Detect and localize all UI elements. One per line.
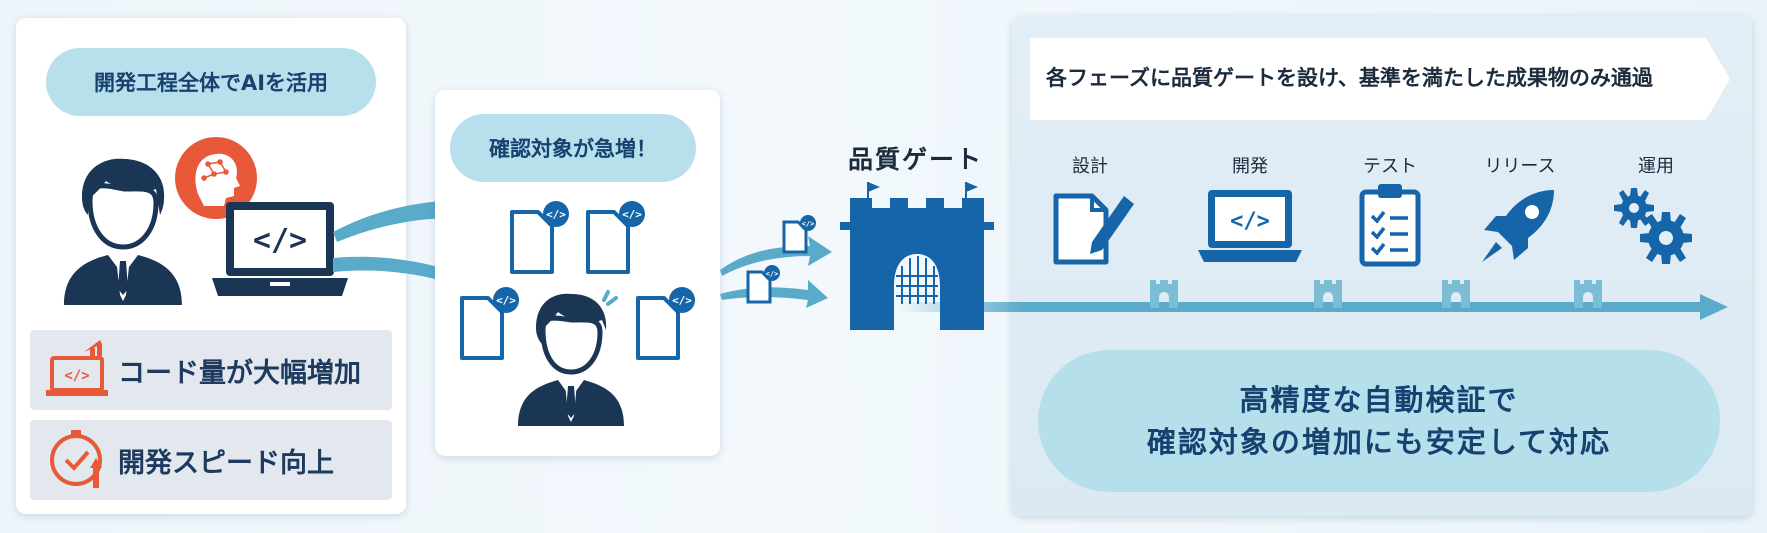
gears-icon [1614, 188, 1692, 264]
svg-text:</>: </> [496, 294, 516, 307]
small-gate-icon [1574, 280, 1602, 308]
code-file-icon: </> [636, 287, 695, 360]
svg-text:</>: </> [802, 220, 815, 228]
castle-gate-icon [840, 182, 994, 330]
banner-text: 各フェーズに品質ゲートを設け、基準を満たした成果物のみ通過 [1046, 66, 1653, 90]
ai-brain-head-icon [175, 137, 257, 219]
increase-pill: 確認対象が急増！ [450, 114, 696, 182]
stopwatch-speed-icon [50, 430, 102, 488]
result-line-2: 確認対象の増加にも安定して対応 [1146, 425, 1612, 459]
code-file-icon: </> [586, 201, 645, 274]
code-volume-label: コード量が大幅増加 [118, 357, 361, 389]
rocket-icon [1482, 190, 1554, 262]
flow-arrows-to-gate [720, 236, 832, 308]
phase-label-design: 設計 [1072, 156, 1108, 177]
phase-label-ops: 運用 [1638, 156, 1674, 177]
code-file-icon: </> [746, 265, 780, 304]
small-gate-icon [1150, 280, 1178, 308]
svg-text:</>: </> [1230, 209, 1270, 234]
code-volume-item: </> コード量が大幅増加 [30, 330, 392, 410]
phase-label-dev: 開発 [1232, 156, 1268, 177]
svg-text:</>: </> [766, 270, 779, 278]
laptop-code-icon: </> [212, 202, 348, 296]
code-file-icon: </> [460, 287, 519, 360]
svg-text:</>: </> [546, 208, 566, 221]
ai-usage-pill: 開発工程全体でAIを活用 [46, 48, 376, 116]
result-line-1: 高精度な自動検証で [1239, 383, 1519, 417]
svg-text:</>: </> [672, 294, 692, 307]
dev-speed-item: 開発スピード向上 [30, 420, 392, 500]
result-pill: 高精度な自動検証で 確認対象の増加にも安定して対応 [1038, 350, 1720, 492]
svg-text:</>: </> [64, 368, 89, 384]
small-gate-icon [1314, 280, 1342, 308]
code-file-icon: </> [510, 201, 569, 274]
document-pen-icon [1053, 193, 1134, 265]
code-file-icon: </> [782, 215, 816, 254]
flow-arrows-left [333, 186, 485, 294]
gate-title: 品質ゲート [848, 145, 984, 174]
checklist-clipboard-icon [1359, 184, 1421, 267]
laptop-code-chart-icon: </> [46, 340, 108, 396]
dev-speed-label: 開発スピード向上 [118, 447, 334, 479]
developer-icon [64, 158, 182, 305]
phase-label-test: テスト [1363, 156, 1417, 177]
laptop-code-icon: </> [1198, 190, 1302, 262]
small-gate-icon [1442, 280, 1470, 308]
banner-shape [1030, 38, 1730, 120]
worried-person-icon [518, 290, 624, 426]
phase-label-release: リリース [1484, 156, 1556, 177]
svg-text:</>: </> [622, 208, 642, 221]
svg-text:</>: </> [253, 223, 307, 258]
